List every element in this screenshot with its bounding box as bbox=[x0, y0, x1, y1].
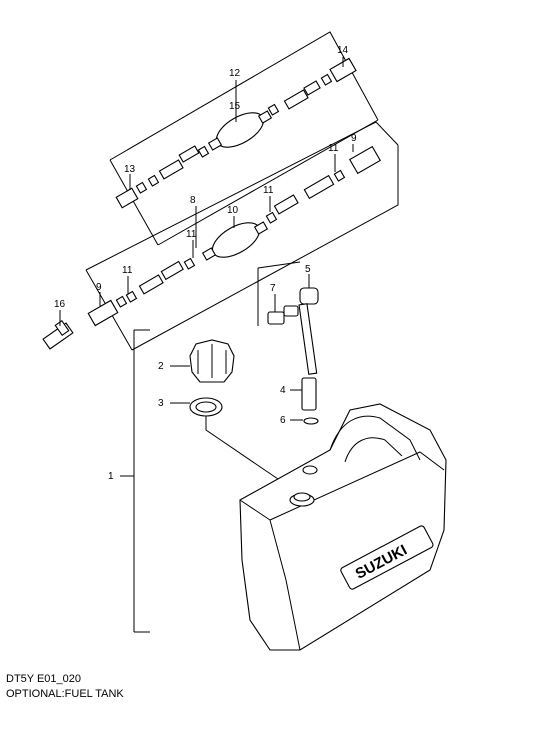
callout-5: 5 bbox=[305, 264, 311, 275]
connector-16: 16 bbox=[42, 299, 74, 350]
callout-9-b: 9 bbox=[96, 282, 102, 293]
cap-gasket: 3 bbox=[158, 397, 301, 495]
callout-8: 8 bbox=[190, 195, 196, 206]
callout-16: 16 bbox=[54, 299, 66, 310]
callout-11-d: 11 bbox=[122, 265, 133, 276]
callout-12: 12 bbox=[229, 68, 241, 79]
diagram-title: OPTIONAL:FUEL TANK bbox=[6, 688, 124, 700]
tank-cap: 2 bbox=[158, 339, 235, 383]
callout-15: 15 bbox=[229, 101, 241, 112]
callout-4: 4 bbox=[280, 385, 286, 396]
pickup-assembly: 5 7 4 6 bbox=[257, 261, 319, 426]
diagram-code: DT5Y E01_020 bbox=[6, 673, 81, 685]
callout-6: 6 bbox=[280, 415, 286, 426]
callout-7: 7 bbox=[270, 283, 276, 294]
callout-3: 3 bbox=[158, 398, 164, 409]
callout-9-a: 9 bbox=[351, 133, 357, 144]
callout-14: 14 bbox=[337, 45, 349, 56]
callout-1: 1 bbox=[108, 471, 114, 482]
hose-assembly-12: 12 15 14 13 bbox=[109, 31, 379, 246]
hose-assembly-8: 8 10 11 11 9 11 11 9 bbox=[85, 121, 399, 351]
callout-11-b: 11 bbox=[328, 143, 339, 154]
callout-2: 2 bbox=[158, 361, 164, 372]
callout-11-c: 11 bbox=[186, 229, 197, 240]
callout-13: 13 bbox=[124, 164, 136, 175]
fuel-tank: 1 SUZUKI bbox=[108, 329, 447, 651]
callout-10: 10 bbox=[227, 205, 239, 216]
callout-11-a: 11 bbox=[263, 185, 274, 196]
